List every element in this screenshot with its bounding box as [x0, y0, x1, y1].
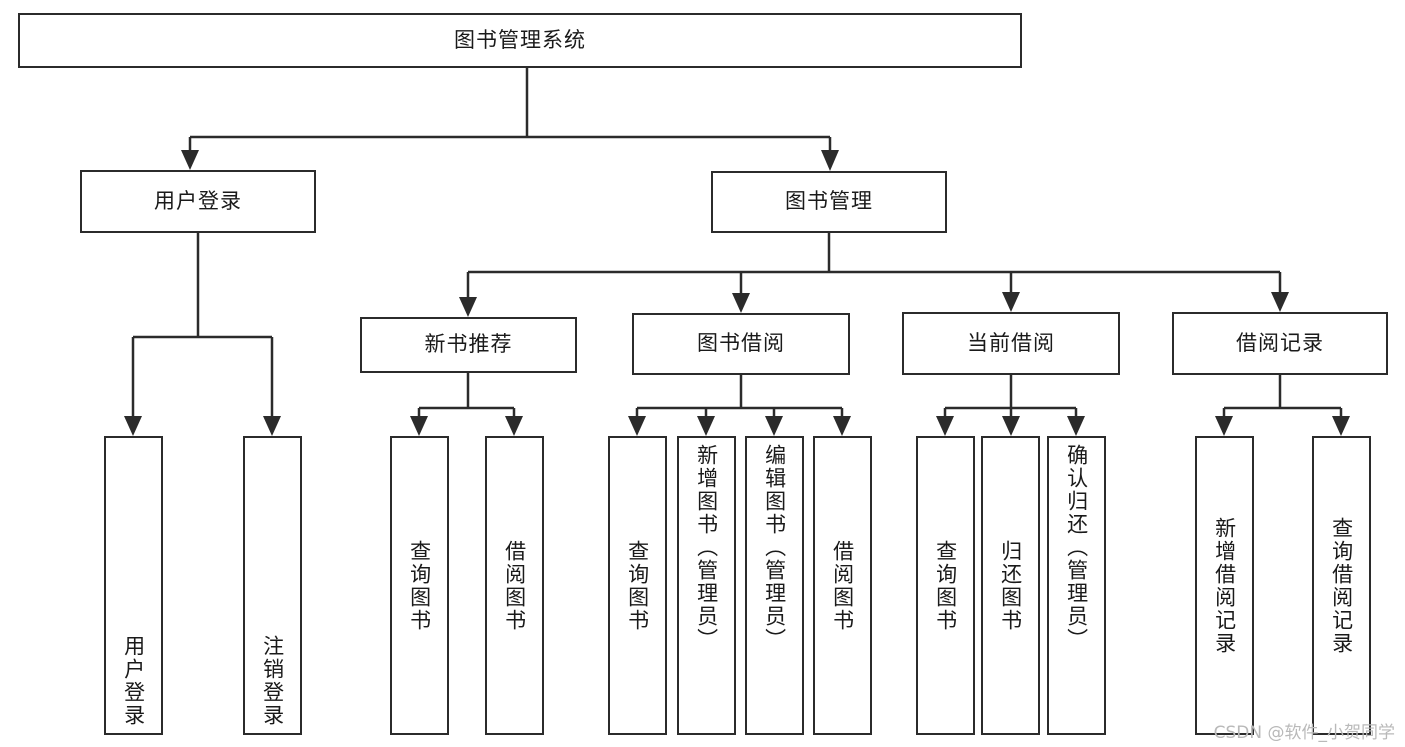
leaf-bookborrow-add-book-admin[interactable]: 新增图书（管理员） [677, 436, 736, 735]
leaf-currentborrow-return-book[interactable]: 归还图书 [981, 436, 1040, 735]
leaf-bookborrow-query-book[interactable]: 查询图书 [608, 436, 667, 735]
arrowhead-newbook-borrow [505, 416, 523, 436]
arrowhead-bb-edit [765, 416, 783, 436]
node-book-management[interactable]: 图书管理 [711, 171, 947, 233]
leaf-currentborrow-query-book[interactable]: 查询图书 [916, 436, 975, 735]
node-current-borrow[interactable]: 当前借阅 [902, 312, 1120, 375]
arrowhead-cb-query [936, 416, 954, 436]
leaf-currentborrow-confirm-return-admin[interactable]: 确认归还（管理员） [1047, 436, 1106, 735]
arrowhead-cb-return [1002, 416, 1020, 436]
arrowhead-leaf-logout [263, 416, 281, 436]
node-user-login[interactable]: 用户登录 [80, 170, 316, 233]
arrowhead-br-query [1332, 416, 1350, 436]
leaf-newbook-borrow-book[interactable]: 借阅图书 [485, 436, 544, 735]
arrowhead-book-mgmt [821, 150, 839, 171]
arrowhead-current-borrow [1002, 292, 1020, 312]
arrowhead-book-borrow [732, 293, 750, 313]
arrowhead-newbook-query [410, 416, 428, 436]
node-root[interactable]: 图书管理系统 [18, 13, 1022, 68]
leaf-borrowrecord-query-record[interactable]: 查询借阅记录 [1312, 436, 1371, 735]
leaf-bookborrow-borrow-book[interactable]: 借阅图书 [813, 436, 872, 735]
arrowhead-bb-borrow [833, 416, 851, 436]
arrowhead-leaf-user-login [124, 416, 142, 436]
arrowhead-bb-add [697, 416, 715, 436]
node-new-book-recommend[interactable]: 新书推荐 [360, 317, 577, 373]
leaf-bookborrow-edit-book-admin[interactable]: 编辑图书（管理员） [745, 436, 804, 735]
leaf-logout[interactable]: 注销登录 [243, 436, 302, 735]
node-borrow-record[interactable]: 借阅记录 [1172, 312, 1388, 375]
arrowhead-borrow-record [1271, 292, 1289, 312]
csdn-watermark: CSDN @软件_小贺同学 [1213, 723, 1395, 743]
arrowhead-user-login [181, 150, 199, 170]
leaf-user-login[interactable]: 用户登录 [104, 436, 163, 735]
arrowhead-bb-query [628, 416, 646, 436]
arrowhead-new-book [459, 297, 477, 317]
arrowhead-cb-confirm [1067, 416, 1085, 436]
node-book-borrow[interactable]: 图书借阅 [632, 313, 850, 375]
leaf-borrowrecord-add-record[interactable]: 新增借阅记录 [1195, 436, 1254, 735]
arrowhead-br-add [1215, 416, 1233, 436]
leaf-newbook-query-book[interactable]: 查询图书 [390, 436, 449, 735]
